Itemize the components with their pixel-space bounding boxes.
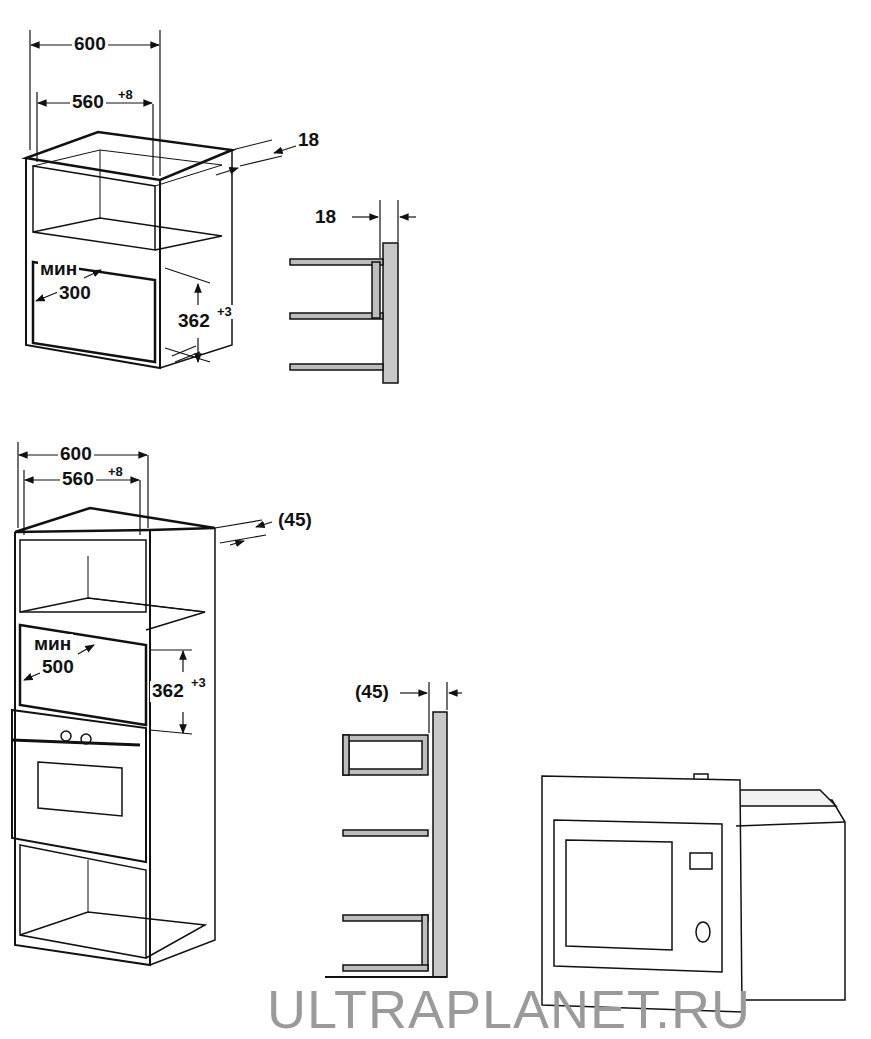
tolerance-label: +8 — [107, 465, 124, 479]
section-view-1 — [290, 200, 416, 383]
dimension-label: (45) — [353, 682, 391, 703]
dimension-label: мин — [38, 259, 79, 280]
tolerance-label: +3 — [216, 305, 233, 319]
dimension-label: 600 — [72, 34, 108, 55]
tolerance-label: +3 — [190, 676, 207, 690]
cabinet-tall — [12, 508, 215, 965]
section-view-2 — [325, 682, 462, 977]
cabinet-top — [26, 132, 232, 368]
dimension-label: 18 — [296, 130, 321, 151]
dimension-label: 362 — [150, 681, 186, 702]
dimension-label: 560 — [60, 469, 96, 490]
microwave-picture — [542, 774, 845, 1012]
dimension-label: 300 — [57, 283, 93, 304]
dimension-label: мин — [32, 634, 73, 655]
dimension-label: 500 — [40, 657, 76, 678]
tolerance-label: +8 — [117, 88, 134, 102]
dimension-label: 560 — [70, 92, 106, 113]
dimension-label: 362 — [176, 311, 212, 332]
dimension-label: 600 — [58, 444, 94, 465]
dimension-label: 18 — [313, 207, 338, 228]
dimension-label: (45) — [276, 510, 314, 531]
watermark: ULTRAPLANET.RU — [265, 982, 753, 1036]
dimension-lines-2 — [18, 442, 272, 734]
dimension-lines — [30, 30, 296, 362]
